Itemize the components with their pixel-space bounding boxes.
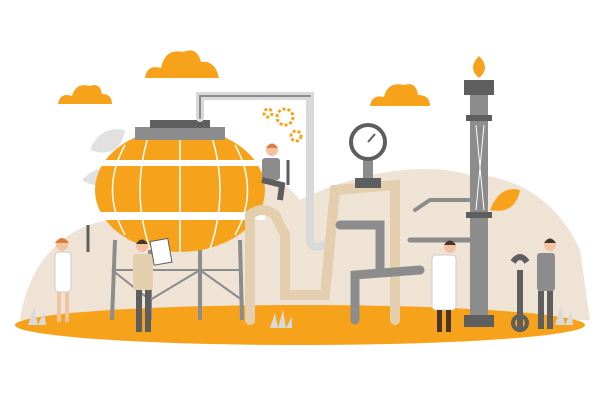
worker-with-big-wrench bbox=[510, 238, 556, 332]
grass-icon bbox=[270, 310, 292, 328]
leaf-icon bbox=[490, 189, 520, 211]
cloud bbox=[370, 84, 430, 106]
flame-icon bbox=[473, 56, 485, 78]
gas-tank bbox=[95, 120, 265, 252]
cloud bbox=[58, 85, 112, 104]
clouds bbox=[58, 50, 430, 106]
worker-left-with-thermometer bbox=[54, 225, 90, 322]
flare-tower bbox=[464, 56, 494, 327]
leaf-icon bbox=[90, 129, 125, 153]
cloud bbox=[145, 50, 219, 78]
worker-with-clipboard bbox=[133, 237, 173, 332]
worker-with-wrench-on-tank bbox=[261, 143, 290, 201]
grass-icon bbox=[555, 305, 573, 325]
pipes bbox=[196, 92, 477, 325]
ground bbox=[15, 305, 585, 345]
pressure-gauge bbox=[349, 123, 387, 188]
worker-operating-valve bbox=[431, 240, 457, 332]
gear-icon bbox=[262, 107, 303, 143]
grass-icon bbox=[28, 307, 46, 325]
